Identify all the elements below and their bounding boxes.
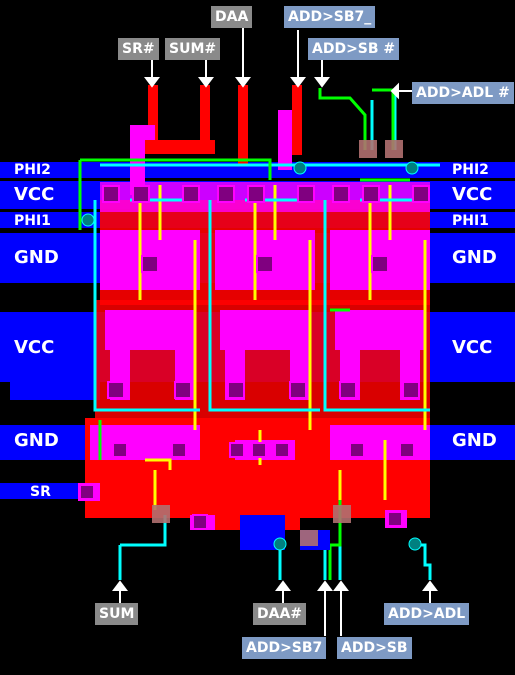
- rail-right-gnd-top: GND: [452, 247, 497, 268]
- polysilicon: [78, 110, 430, 530]
- label-add-adl-bar: ADD>ADL #: [412, 82, 514, 104]
- sr-rail: [0, 483, 90, 499]
- contacts: [79, 140, 430, 551]
- rail-left-vcc-top: VCC: [14, 184, 55, 205]
- rail-right-phi2: PHI2: [452, 162, 489, 178]
- label-daa: DAA: [211, 6, 253, 28]
- label-sum: SUM: [95, 603, 139, 625]
- label-add-sb7-bar: ADD>SB7_: [284, 6, 376, 28]
- label-add-adl: ADD>ADL: [384, 603, 470, 625]
- poly-highlight: [138, 185, 427, 520]
- rail-left-vcc-mid: VCC: [14, 337, 55, 358]
- rail-left-gnd-bottom: GND: [14, 430, 59, 451]
- label-daa-bar: DAA#: [253, 603, 307, 625]
- rail-left-gnd-top: GND: [14, 247, 59, 268]
- bottom-arrows: [112, 580, 438, 636]
- rail-left-sr: SR: [30, 484, 51, 500]
- label-sum-bar: SUM#: [165, 38, 221, 60]
- label-add-sb7: ADD>SB7: [242, 637, 327, 659]
- rail-right-phi1: PHI1: [452, 213, 489, 229]
- label-sr-bar: SR#: [118, 38, 159, 60]
- rail-right-gnd-bottom: GND: [452, 430, 497, 451]
- top-arrows: [144, 28, 412, 100]
- rail-left-phi1: PHI1: [14, 213, 51, 229]
- rail-left-phi2: PHI2: [14, 162, 51, 178]
- vcc-rail-step: [10, 382, 100, 400]
- rail-right-vcc-mid: VCC: [452, 337, 493, 358]
- label-add-sb-bar: ADD>SB #: [308, 38, 400, 60]
- rail-right-vcc-top: VCC: [452, 184, 493, 205]
- label-add-sb: ADD>SB: [337, 637, 412, 659]
